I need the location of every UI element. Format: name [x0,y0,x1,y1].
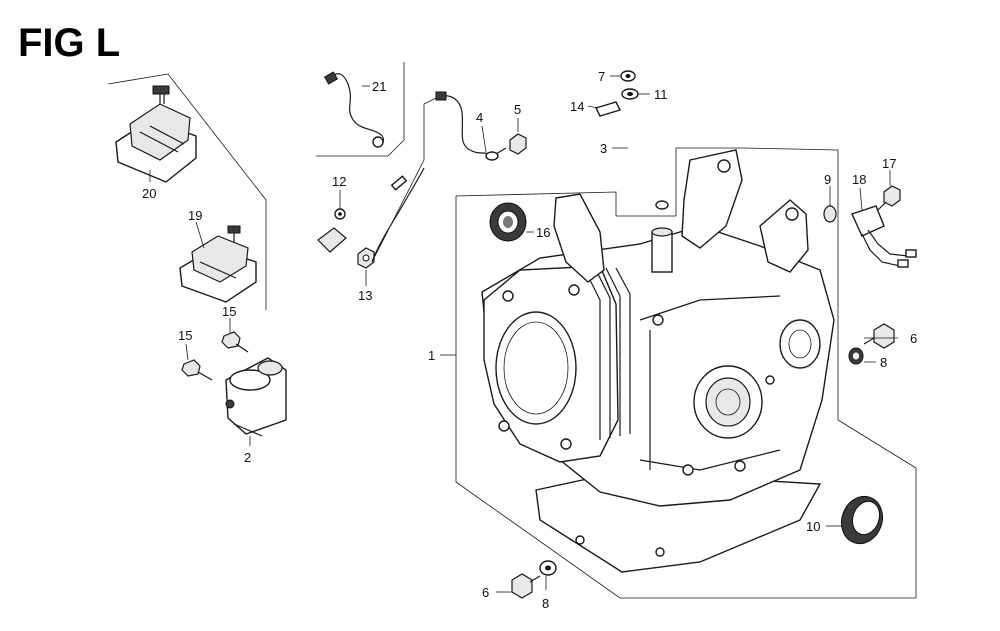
callout-1: 1 [428,348,435,363]
callout-3: 3 [600,141,607,156]
washer-8-right [848,347,864,365]
crankcase-1 [481,149,835,573]
callout-9: 9 [824,172,831,187]
callout-15-lower: 15 [178,328,192,343]
callout-19: 19 [188,208,202,223]
dowel-9 [823,205,837,223]
callout-8-bottom: 8 [542,596,549,611]
figure-title: FIG L [18,21,120,65]
ground-wire-21 [323,71,385,148]
washer-8-bottom [539,560,557,576]
engine-mount-upper [115,85,197,183]
oil-alert-wire [371,91,499,263]
callout-18: 18 [852,172,866,187]
callout-6-right: 6 [910,331,917,346]
callout-2: 2 [244,450,251,465]
oil-seal-16 [489,202,527,242]
bolt-6-right [863,323,895,349]
grommet-11 [621,88,639,100]
oil-seal-10 [840,495,884,545]
leader-lines [149,75,898,593]
callout-14: 14 [570,99,584,114]
bolt-5 [495,133,527,155]
callout-8-right: 8 [880,355,887,370]
callout-4: 4 [476,110,483,125]
callout-21: 21 [372,79,386,94]
callout-7: 7 [598,69,605,84]
plate-14 [595,101,621,117]
oil-level-switch-18 [851,205,917,268]
bolt-17 [877,185,901,211]
callout-11: 11 [654,87,668,102]
washer-12 [334,208,346,220]
group-frame-lines [107,62,917,599]
bolt-15-lower [181,359,213,381]
ignition-coil [225,227,347,437]
nut-13 [357,247,375,269]
callout-5: 5 [514,102,521,117]
bolt-6-bottom [511,573,541,599]
engine-mount-lower [179,225,257,303]
callout-13: 13 [358,288,372,303]
callout-16: 16 [536,225,550,240]
callout-12: 12 [332,174,346,189]
cylinder-fins [585,267,631,440]
breather-tube-3 [624,107,669,210]
callout-17: 17 [882,156,896,171]
bolt-15-upper [221,331,249,353]
callout-6-bottom: 6 [482,585,489,600]
callout-15-upper: 15 [222,304,236,319]
callout-20: 20 [142,186,156,201]
callout-labels: 1 2 3 4 5 6 6 7 8 8 9 10 11 12 13 14 15 … [142,69,917,611]
clip-7 [620,70,636,82]
callout-10: 10 [806,519,820,534]
